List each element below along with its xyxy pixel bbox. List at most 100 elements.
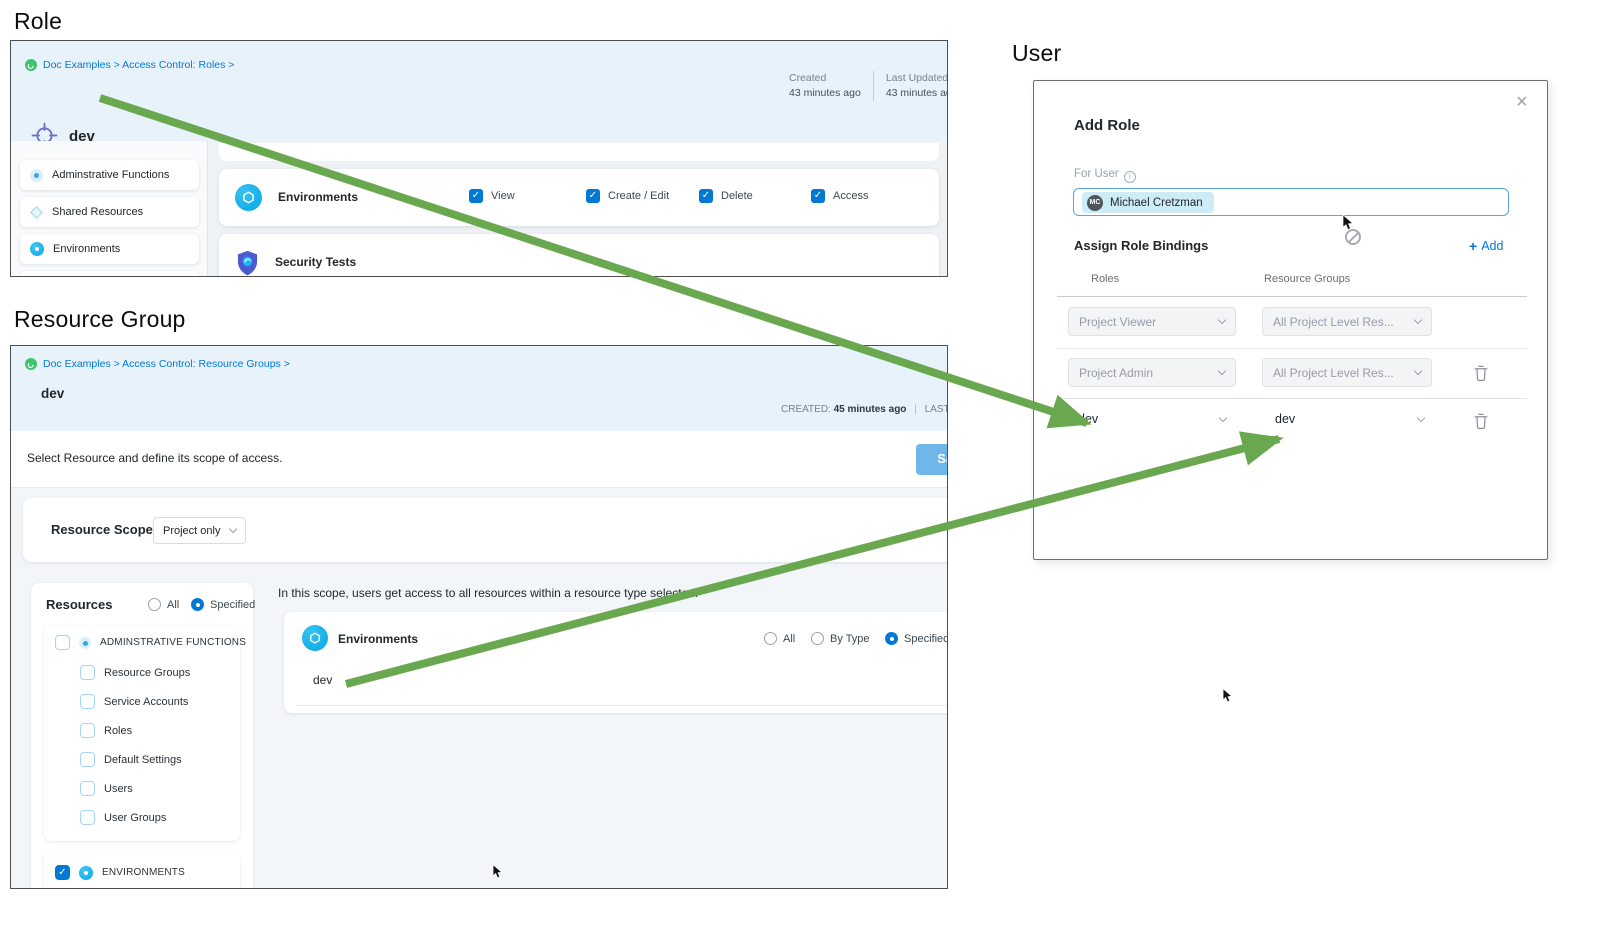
close-icon[interactable]: × [1516, 91, 1528, 113]
resource-scope-select[interactable]: Project only [153, 517, 246, 544]
permission-view-checkbox[interactable]: ✓ View [469, 189, 515, 203]
sidebar-item-shared-resources[interactable]: Shared Resources [20, 197, 199, 227]
radio-icon [148, 598, 161, 611]
administrative-functions-checkbox[interactable]: ADMINSTRATIVE FUNCTIONS [55, 635, 246, 650]
delete-binding-icon-row-3[interactable] [1474, 413, 1488, 429]
user-chip-name: Michael Cretzman [1110, 196, 1203, 209]
role-meta: Created 43 minutes ago Last Updated 43 m… [789, 71, 948, 101]
role-select-row-3[interactable]: dev [1078, 412, 1098, 426]
radio-label: By Type [830, 632, 870, 645]
mouse-cursor-icon [1342, 214, 1354, 231]
delete-binding-icon-row-2[interactable] [1474, 365, 1488, 381]
user-groups-checkbox[interactable]: User Groups [80, 810, 166, 825]
role-resource-category-list: Adminstrative Functions Shared Resources… [11, 141, 208, 276]
scope-specified-radio[interactable]: Specified [885, 632, 948, 645]
role-select-row-2[interactable]: Project Admin [1068, 358, 1236, 387]
resource-group-toolbar: Select Resource and define its scope of … [11, 431, 947, 488]
resource-group-select-row-1[interactable]: All Project Level Res... [1262, 307, 1432, 336]
harness-logo-icon [25, 358, 37, 370]
chevron-down-icon [1413, 366, 1423, 376]
checkbox-label: Resource Groups [104, 666, 191, 679]
chevron-down-icon [1217, 366, 1227, 376]
chevron-down-icon [1217, 315, 1227, 325]
for-user-label: For User i [1074, 168, 1136, 183]
resource-group-select-value: All Project Level Res... [1273, 365, 1394, 380]
chevron-down-icon[interactable] [1416, 413, 1426, 423]
role-select-row-1[interactable]: Project Viewer [1068, 307, 1236, 336]
created-label: Created [789, 72, 827, 84]
chevron-down-icon[interactable] [1218, 413, 1228, 423]
meta-separator: | [914, 404, 917, 415]
scope-resource-title: Environments [338, 632, 419, 646]
default-settings-checkbox[interactable]: Default Settings [80, 752, 182, 767]
unchecked-checkbox-icon [80, 752, 95, 767]
shared-resources-icon [30, 205, 43, 219]
updated-label: Last Updated [885, 72, 948, 84]
user-select-input[interactable]: MC Michael Cretzman [1073, 188, 1509, 216]
checkbox-label: User Groups [104, 811, 167, 824]
environments-icon [30, 242, 44, 256]
resource-group-meta: CREATED: 45 minutes ago | LAST UPDATED: [781, 404, 948, 415]
role-permissions-area: Environments ✓ View ✓ Create / Edit ✓ De… [208, 141, 947, 276]
role-breadcrumb-text: Doc Examples > Access Control: Roles > [43, 59, 235, 71]
table-divider [1057, 296, 1527, 297]
resources-specified-radio[interactable]: Specified [191, 598, 255, 611]
administrative-functions-icon [30, 168, 43, 182]
environments-permission-row: Environments ✓ View ✓ Create / Edit ✓ De… [219, 169, 939, 226]
chevron-down-icon [228, 524, 238, 534]
scope-by-type-radio[interactable]: By Type [811, 632, 870, 645]
role-select-value: dev [1078, 412, 1099, 426]
permission-delete-checkbox[interactable]: ✓ Delete [699, 189, 753, 203]
assign-role-bindings-title: Assign Role Bindings [1074, 238, 1209, 253]
role-panel: Doc Examples > Access Control: Roles > d… [10, 40, 948, 277]
environments-icon [79, 865, 93, 880]
radio-label: All [783, 632, 796, 645]
resource-groups-checkbox[interactable]: Resource Groups [80, 665, 190, 680]
role-select-value: Project Admin [1079, 365, 1154, 380]
sidebar-item-administrative-functions[interactable]: Adminstrative Functions [20, 160, 199, 190]
add-binding-button[interactable]: + Add [1469, 238, 1503, 254]
resource-group-breadcrumb[interactable]: Doc Examples > Access Control: Resource … [25, 358, 290, 370]
service-accounts-checkbox[interactable]: Service Accounts [80, 694, 188, 709]
resources-title: Resources [46, 597, 113, 612]
role-breadcrumb[interactable]: Doc Examples > Access Control: Roles > [25, 59, 234, 71]
row-divider [296, 705, 947, 706]
resource-group-breadcrumb-text: Doc Examples > Access Control: Resource … [43, 358, 290, 370]
roles-checkbox[interactable]: Roles [80, 723, 132, 738]
resource-group-select-row-3[interactable]: dev [1275, 412, 1295, 426]
scope-all-radio[interactable]: All [764, 632, 795, 645]
resource-scope-value: Project only [163, 524, 221, 537]
sidebar-item-environments[interactable]: Environments [20, 234, 199, 264]
radio-label: Specified [904, 632, 948, 645]
user-chip[interactable]: MC Michael Cretzman [1082, 192, 1214, 213]
environments-checkbox[interactable]: ✓ ENVIRONMENTS [55, 865, 185, 880]
clipped-row-card [219, 143, 939, 161]
toolbar-instruction: Select Resource and define its scope of … [27, 451, 283, 465]
radio-icon [811, 632, 824, 645]
resources-all-radio[interactable]: All [148, 598, 179, 611]
permission-access-checkbox[interactable]: ✓ Access [811, 189, 868, 203]
avatar: MC [1087, 194, 1103, 211]
save-button[interactable]: Save [916, 444, 947, 475]
resource-group-select-row-2[interactable]: All Project Level Res... [1262, 358, 1432, 387]
sidebar-item-clipped[interactable] [20, 271, 199, 276]
users-checkbox[interactable]: Users [80, 781, 133, 796]
permission-resource-name: Environments [278, 190, 359, 204]
unchecked-checkbox-icon [80, 694, 95, 709]
info-icon[interactable]: i [1123, 170, 1136, 183]
no-drop-cursor-icon [1345, 229, 1361, 245]
unchecked-checkbox-icon [80, 723, 95, 738]
resource-group-panel-header: Doc Examples > Access Control: Resource … [11, 346, 947, 431]
created-value: 43 minutes ago [789, 87, 861, 99]
updated-label: LAST UPDATED: [924, 404, 948, 415]
resource-group-section-heading: Resource Group [14, 306, 186, 332]
checked-checkbox-icon: ✓ [469, 189, 483, 203]
checked-checkbox-icon: ✓ [699, 189, 713, 203]
permission-create-edit-checkbox[interactable]: ✓ Create / Edit [586, 189, 669, 203]
administrative-functions-icon [79, 636, 91, 649]
for-user-text: For User [1074, 168, 1119, 180]
radio-label: Specified [210, 598, 256, 611]
resource-scope-card: Resource Scope Project only [23, 498, 947, 562]
checked-checkbox-icon: ✓ [586, 189, 600, 203]
